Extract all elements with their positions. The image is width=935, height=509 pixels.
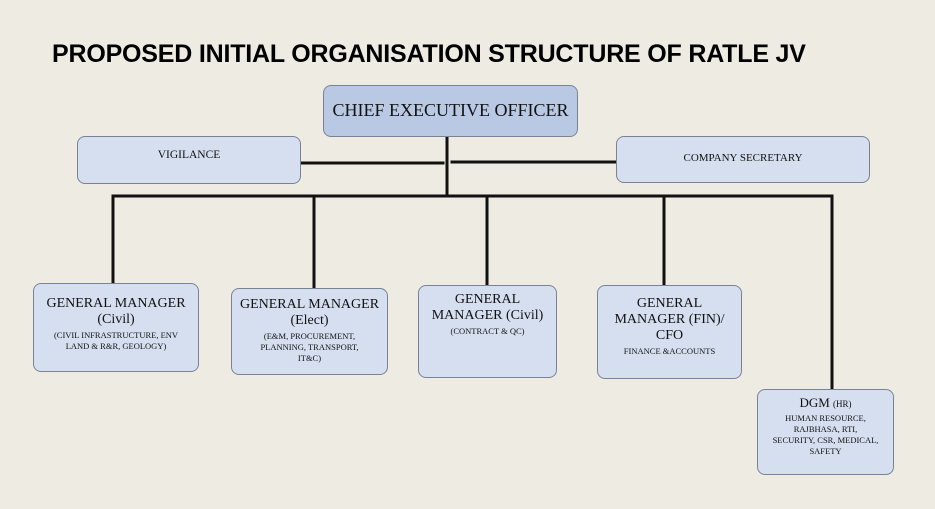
gm-elect-box: GENERAL MANAGER (Elect) (E&M, PROCUREMEN… xyxy=(231,288,388,375)
gm-fin-box: GENERAL MANAGER (FIN)/ CFO FINANCE &ACCO… xyxy=(597,285,742,379)
page-title: PROPOSED INITIAL ORGANISATION STRUCTURE … xyxy=(52,40,806,68)
gm-elect-title: GENERAL MANAGER (Elect) xyxy=(239,297,380,329)
vigilance-box: VIGILANCE xyxy=(77,136,301,184)
gm-contract-title: GENERAL MANAGER (Civil) xyxy=(431,292,544,324)
dgm-hr-title-wrap: DGM (HR) xyxy=(764,395,887,411)
dgm-hr-title: DGM xyxy=(799,395,830,410)
gm-civil-title: GENERAL MANAGER (Civil) xyxy=(46,296,186,328)
gm-civil-box: GENERAL MANAGER (Civil) (CIVIL INFRASTRU… xyxy=(33,283,199,372)
dgm-hr-box: DGM (HR) HUMAN RESOURCE, RAJBHASA, RTI, … xyxy=(757,389,894,475)
company-secretary-box: COMPANY SECRETARY xyxy=(616,136,870,183)
gm-fin-title: GENERAL MANAGER (FIN)/ CFO xyxy=(614,296,725,344)
gm-fin-responsibilities: FINANCE &ACCOUNTS xyxy=(623,346,716,357)
gm-civil-responsibilities: (CIVIL INFRASTRUCTURE, ENV LAND & R&R, G… xyxy=(53,330,179,352)
dgm-hr-title-suffix: (HR) xyxy=(833,399,852,409)
gm-elect-responsibilities: (E&M, PROCUREMENT, PLANNING, TRANSPORT, … xyxy=(260,331,359,364)
dgm-hr-responsibilities: HUMAN RESOURCE, RAJBHASA, RTI, SECURITY,… xyxy=(772,412,879,457)
company-secretary-label: COMPANY SECRETARY xyxy=(683,152,803,164)
gm-contract-box: GENERAL MANAGER (Civil) (CONTRACT & QC) xyxy=(418,285,557,378)
gm-contract-responsibilities: (CONTRACT & QC) xyxy=(450,326,525,337)
ceo-label: CHIEF EXECUTIVE OFFICER xyxy=(332,100,569,120)
ceo-box: CHIEF EXECUTIVE OFFICER xyxy=(323,85,578,137)
vigilance-label: VIGILANCE xyxy=(157,149,221,161)
